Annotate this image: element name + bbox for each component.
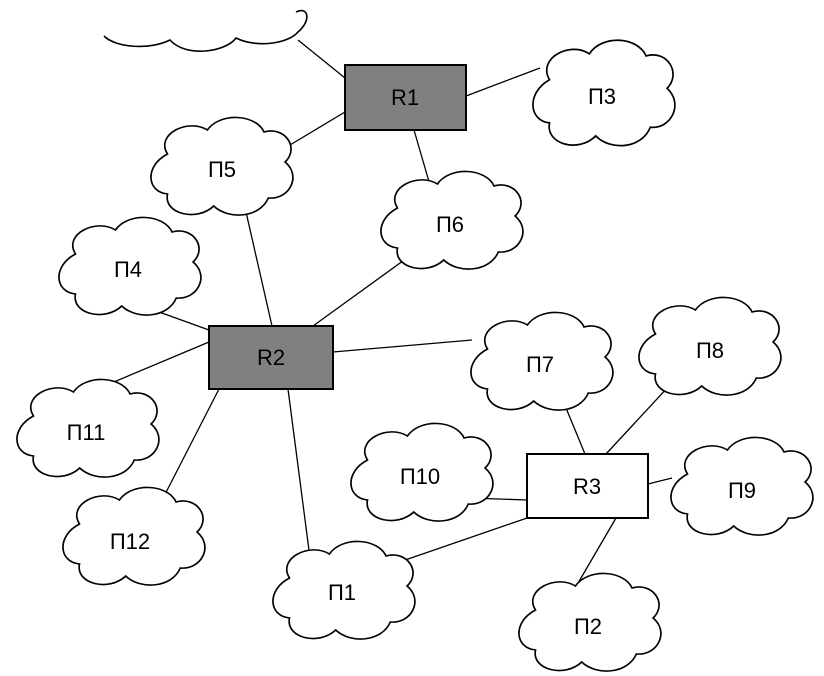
link-r3-p2: [573, 517, 617, 591]
network-label-p5: П5: [208, 157, 236, 182]
link-r2-p12: [157, 388, 220, 509]
link-r3-p7: [565, 407, 586, 455]
link-r1-p5: [284, 111, 346, 149]
link-r1-p3: [465, 67, 541, 97]
router-r3: [526, 453, 649, 519]
network-label-p4: П4: [114, 257, 142, 282]
cloud-top-partial: [103, 9, 308, 52]
network-label-p8: П8: [696, 338, 724, 363]
network-label-p7: П7: [526, 352, 554, 377]
network-label-p2: П2: [574, 614, 602, 639]
link-r2-p5: [245, 211, 273, 327]
router-r1: [344, 64, 467, 131]
router-label-r2: R2: [257, 345, 285, 370]
router-label-r1: R1: [391, 85, 419, 110]
network-label-p12: П12: [110, 529, 150, 554]
network-label-p10: П10: [400, 464, 440, 489]
link-r1-top: [297, 39, 346, 79]
network-label-p6: П6: [436, 212, 464, 237]
link-r2-p7: [332, 339, 473, 353]
router-r2: [208, 325, 334, 390]
network-label-p3: П3: [588, 84, 616, 109]
link-r2-p1: [287, 388, 311, 559]
network-label-p1: П1: [328, 580, 356, 605]
network-label-p11: П11: [67, 420, 106, 445]
link-r2-p6: [312, 249, 419, 327]
router-label-r3: R3: [573, 474, 601, 499]
link-r3-p9: [647, 477, 673, 485]
network-label-p9: П9: [728, 478, 756, 503]
